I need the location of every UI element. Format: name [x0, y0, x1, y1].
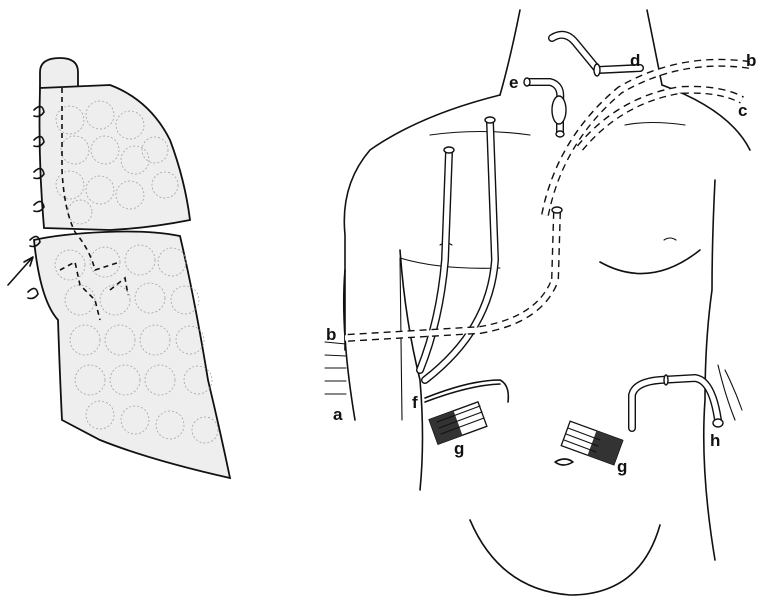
- label-c: c: [738, 101, 747, 120]
- neck-catheter-d: [552, 35, 640, 76]
- navel: [555, 459, 573, 465]
- label-g-right: g: [617, 457, 627, 476]
- label-g-left: g: [454, 439, 464, 458]
- right-arm-line: [725, 370, 742, 410]
- left-clavicle: [430, 132, 530, 136]
- torso-left-outline: [344, 95, 500, 350]
- label-a: a: [333, 405, 343, 424]
- subcutaneous-tube-dashed: [345, 207, 562, 338]
- label-b-right: b: [746, 51, 756, 70]
- torso-right-outline: [704, 180, 715, 560]
- bronchial-stump: [40, 58, 78, 88]
- dressing-edge: [400, 258, 402, 420]
- torso-diagram: [325, 10, 750, 595]
- right-nipple: [664, 238, 676, 240]
- chest-tube-2: [425, 117, 495, 380]
- central-line-dashed: [545, 63, 750, 215]
- label-e: e: [509, 73, 518, 92]
- label-f: f: [412, 393, 418, 412]
- drain-h: [632, 375, 723, 428]
- right-pectoral: [600, 250, 700, 274]
- label-b-left: b: [326, 325, 336, 344]
- label-d: d: [630, 51, 640, 70]
- left-pectoral: [400, 258, 500, 268]
- dressing-g-right: [561, 421, 623, 465]
- label-h: h: [710, 431, 720, 450]
- drain-f: [425, 380, 508, 402]
- pointer-arrow: [8, 258, 32, 285]
- right-clavicle: [625, 123, 685, 126]
- pelvis-outline: [470, 520, 660, 595]
- dressing-g-left: [429, 402, 487, 444]
- lung-diagram: [8, 58, 230, 478]
- catheter-e: [524, 78, 566, 137]
- rib-line-2: [325, 355, 346, 356]
